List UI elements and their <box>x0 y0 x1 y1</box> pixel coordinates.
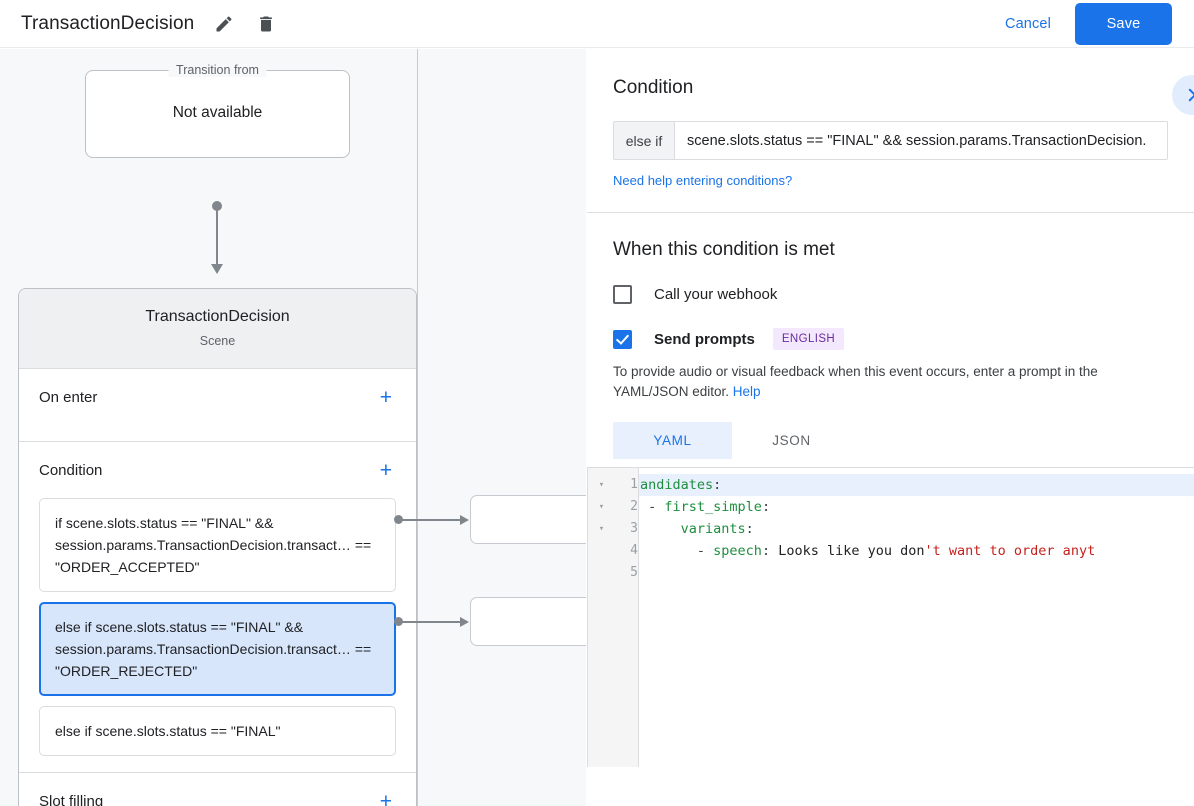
code-token: - <box>640 499 665 515</box>
send-prompts-checkbox[interactable] <box>613 329 632 349</box>
when-condition-met-title: When this condition is met <box>613 239 835 260</box>
section-title-condition: Condition <box>39 461 103 479</box>
code-token: Looks like you don <box>770 543 925 559</box>
condition-item-selected[interactable]: else if scene.slots.status == "FINAL" &&… <box>39 602 396 696</box>
tab-yaml[interactable]: YAML <box>613 422 732 459</box>
language-badge: ENGLISH <box>772 328 845 350</box>
webhook-row[interactable]: Call your webhook <box>613 285 1168 304</box>
call-webhook-checkbox[interactable] <box>613 285 632 304</box>
transition-from-value: Not available <box>172 104 263 121</box>
target-node-accepted[interactable] <box>470 495 586 544</box>
connector-dot-accepted <box>394 515 403 524</box>
code-token: first_simple <box>664 499 762 515</box>
condition-item[interactable]: if scene.slots.status == "FINAL" && sess… <box>39 498 396 592</box>
condition-section: Condition else if Need help entering con… <box>587 49 1194 213</box>
code-token: 't want to order anyt <box>924 543 1096 559</box>
scene-header[interactable]: TransactionDecision Scene <box>19 289 416 369</box>
section-header-slot-filling: Slot filling + <box>39 773 396 806</box>
yaml-code-editor[interactable]: ▾ ▾ ▾ 1 2 3 4 5 andidates: - first_simple: var… <box>587 467 1194 767</box>
code-line[interactable]: andidates: <box>639 474 1194 496</box>
code-fold-arrow[interactable] <box>588 562 615 584</box>
code-token: : <box>761 499 771 515</box>
scene-type: Scene <box>199 334 236 348</box>
app-header: TransactionDecision Cancel Save <box>0 0 1194 48</box>
code-token: variants <box>680 521 746 537</box>
page-title: TransactionDecision <box>21 12 195 34</box>
trash-icon[interactable] <box>254 12 278 36</box>
code-line[interactable]: variants: <box>639 518 1194 540</box>
scene-name: TransactionDecision <box>145 308 290 325</box>
code-fold-arrow[interactable]: ▾ <box>598 480 605 490</box>
transition-from-box: Transition from Not available <box>85 63 350 158</box>
code-line-number: 2 <box>630 499 638 514</box>
condition-help-link[interactable]: Need help entering conditions? <box>613 173 793 188</box>
section-title-slot-filling: Slot filling <box>39 792 104 806</box>
section-on-enter: On enter + <box>19 369 416 442</box>
code-token: : <box>761 543 771 559</box>
call-webhook-label: Call your webhook <box>654 286 778 303</box>
add-slot-filling-button[interactable]: + <box>379 789 392 806</box>
transition-from-legend: Transition from <box>168 63 267 77</box>
connector-arrow-rejected <box>460 617 469 627</box>
transition-arrow-line <box>216 205 218 267</box>
code-token: : <box>745 521 754 537</box>
code-line-number: 1 <box>630 477 638 492</box>
condition-prefix-label: else if <box>614 122 675 159</box>
code-token: speech <box>713 543 762 559</box>
send-prompts-label: Send prompts <box>654 330 755 348</box>
target-node-rejected[interactable] <box>470 597 586 646</box>
cancel-button[interactable]: Cancel <box>993 8 1063 40</box>
scene-graph-panel: Transition from Not available Transactio… <box>0 49 586 806</box>
connector-arrow-accepted <box>460 515 469 525</box>
section-slot-filling: Slot filling + Slot validation <box>19 773 416 806</box>
code-line-number: 3 <box>630 521 638 536</box>
section-header-condition: Condition + <box>39 442 396 498</box>
transition-to-box: TransactionDecision Scene On enter + Con… <box>18 288 417 806</box>
pencil-icon[interactable] <box>212 12 236 36</box>
code-fold-arrow[interactable] <box>588 540 615 562</box>
code-fold-gutter: ▾ ▾ ▾ <box>588 468 615 767</box>
code-line-number: 4 <box>630 543 638 558</box>
code-line-numbers: 1 2 3 4 5 <box>615 468 639 767</box>
tab-json[interactable]: JSON <box>772 433 811 448</box>
code-token: : <box>713 477 722 493</box>
add-on-enter-button[interactable]: + <box>379 385 392 409</box>
code-line-number: 5 <box>630 565 638 580</box>
section-header-on-enter: On enter + <box>39 369 396 425</box>
prompt-help-text: To provide audio or visual feedback when… <box>613 362 1173 402</box>
prompt-help-link[interactable]: Help <box>732 384 761 399</box>
code-token: - <box>640 543 714 559</box>
code-token <box>640 521 681 537</box>
section-condition: Condition + if scene.slots.status == "FI… <box>19 442 416 773</box>
code-fold-arrow[interactable]: ▾ <box>598 502 605 512</box>
save-button[interactable]: Save <box>1075 2 1172 45</box>
code-token: andidates <box>640 477 714 493</box>
code-fold-arrow[interactable]: ▾ <box>598 524 605 534</box>
connector-line-rejected <box>399 621 462 623</box>
editor-format-tabs: YAML JSON <box>613 422 1168 459</box>
section-title-on-enter: On enter <box>39 388 98 406</box>
code-line[interactable] <box>639 562 1194 584</box>
connector-dot-rejected <box>394 617 403 626</box>
send-prompts-row[interactable]: Send prompts ENGLISH <box>613 328 1168 350</box>
code-line[interactable]: - first_simple: <box>639 496 1194 518</box>
condition-expression-input[interactable] <box>675 122 1167 159</box>
code-line[interactable]: - speech: Looks like you don't want to o… <box>639 540 1194 562</box>
add-condition-button[interactable]: + <box>379 458 392 482</box>
transition-arrow-head <box>211 264 223 274</box>
when-condition-met-section: When this condition is met Call your web… <box>587 213 1194 459</box>
chevron-right-icon[interactable] <box>1172 75 1194 115</box>
condition-detail-panel: Condition else if Need help entering con… <box>587 49 1194 806</box>
condition-section-title: Condition <box>613 77 694 98</box>
condition-input-row[interactable]: else if <box>613 121 1168 160</box>
condition-item[interactable]: else if scene.slots.status == "FINAL" <box>39 706 396 756</box>
connector-line-accepted <box>399 519 462 521</box>
code-text-area[interactable]: andidates: - first_simple: variants: - s… <box>639 468 1194 767</box>
graph-vertical-rail <box>417 49 418 806</box>
prompt-help-text-body: To provide audio or visual feedback when… <box>613 364 1098 399</box>
